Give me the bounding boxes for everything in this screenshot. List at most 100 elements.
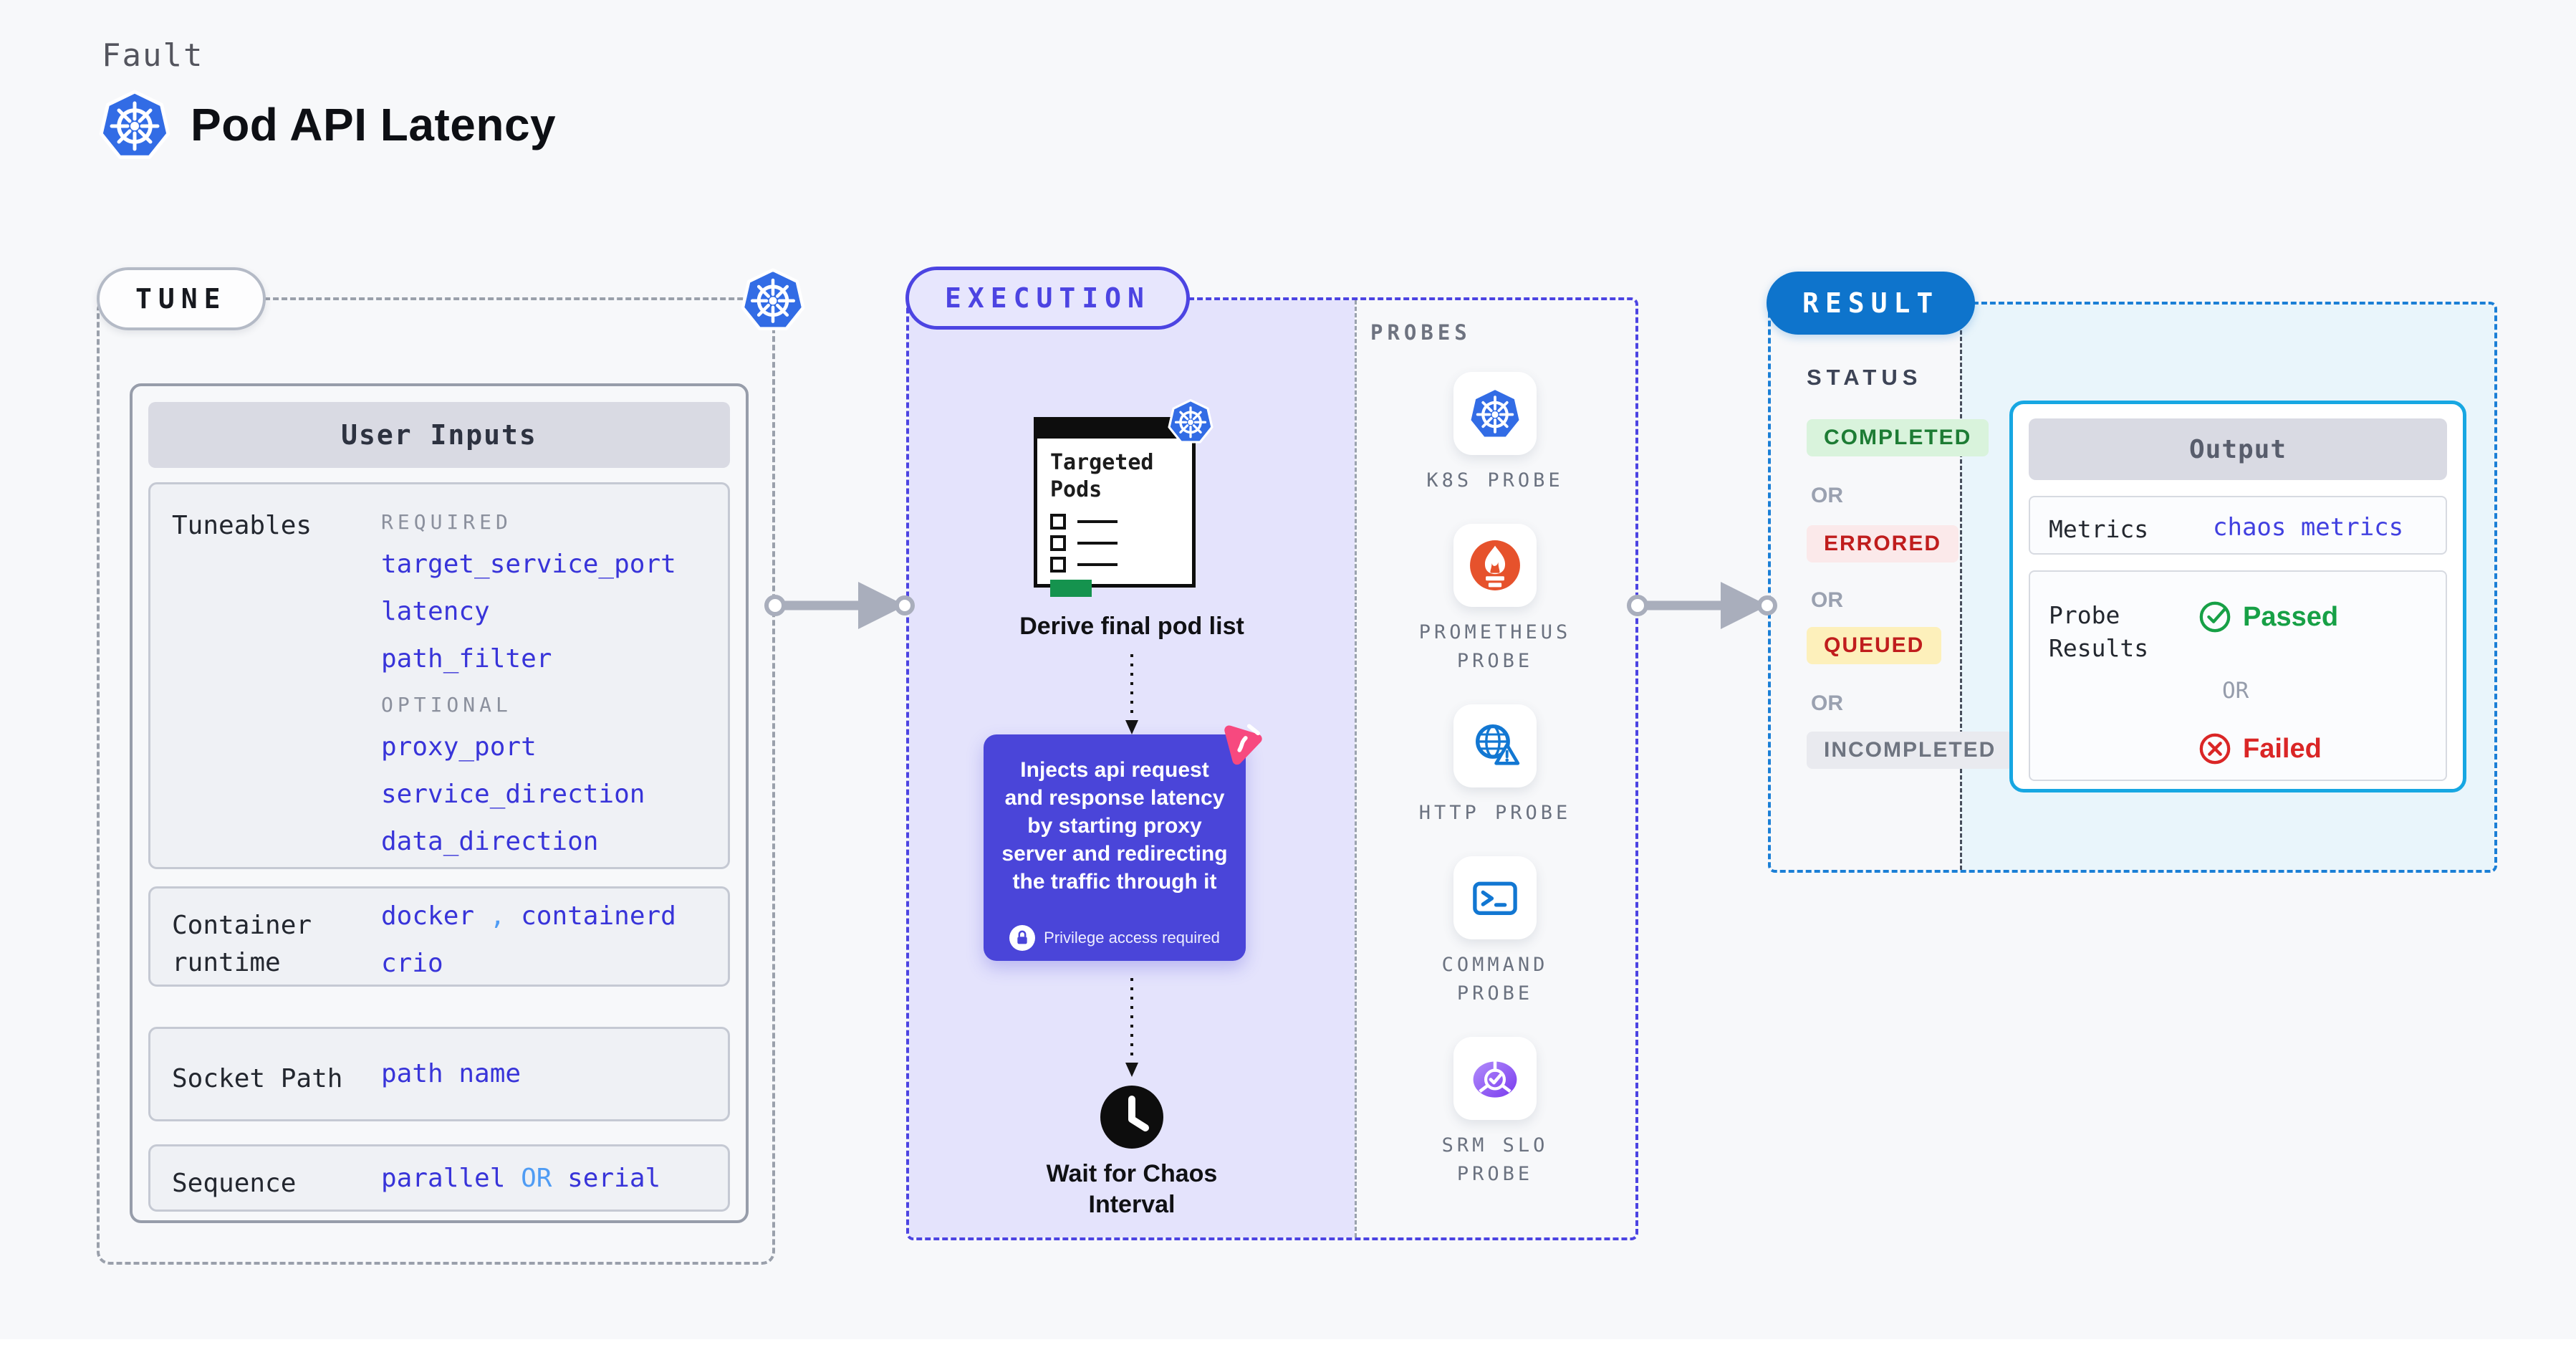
privilege-label: Privilege access required	[1044, 929, 1220, 947]
tune-section: TUNE User Inputs Tuneables REQUIRED targ…	[97, 267, 775, 1265]
probes-list: K8S PROBE PROMETHEUS PROBE HTTP PROBE CO…	[1355, 372, 1635, 1189]
probes-title: PROBES	[1370, 320, 1471, 345]
runtime-value: containerd	[521, 901, 676, 931]
dotted-arrow-icon	[1125, 978, 1138, 1077]
tuneables-label: Tuneables	[172, 511, 312, 540]
status-badge-errored: ERRORED	[1807, 525, 1959, 562]
list-line	[1077, 563, 1118, 566]
privilege-note: Privilege access required	[984, 925, 1246, 951]
runtime-value: docker	[381, 901, 475, 931]
tuneables-values: REQUIRED target_service_port latency pat…	[381, 500, 676, 866]
tuneable-value: latency	[381, 597, 490, 626]
clock-icon	[1100, 1086, 1163, 1149]
check-circle-icon	[2199, 601, 2231, 633]
tuneable-value: path_filter	[381, 644, 552, 674]
probe-item-http: HTTP PROBE	[1419, 704, 1572, 828]
output-card: Output Metrics chaos metrics Probe Resul…	[2009, 401, 2466, 792]
x-circle-icon	[2199, 733, 2231, 765]
kubernetes-icon	[741, 267, 805, 332]
http-globe-icon	[1453, 704, 1537, 787]
result-pill: RESULT	[1767, 272, 1976, 335]
inject-description: Injects api request and response latency…	[1001, 758, 1228, 894]
probe-results-label: Probe Results	[2049, 601, 2149, 663]
list-line	[1077, 542, 1118, 545]
status-title: STATUS	[1807, 365, 1923, 390]
probes-divider	[1355, 300, 1357, 1237]
user-inputs-header: User Inputs	[148, 402, 730, 468]
metrics-value: chaos metrics	[2213, 513, 2404, 542]
lock-icon	[1009, 925, 1036, 951]
checkbox-icon	[1050, 557, 1066, 573]
tuneable-value: service_direction	[381, 780, 645, 809]
checkbox-icon	[1050, 535, 1066, 551]
progress-bar	[1050, 580, 1092, 597]
prometheus-icon	[1453, 524, 1537, 607]
probe-label: SRM SLO PROBE	[1441, 1134, 1549, 1185]
derive-pod-list-label: Derive final pod list	[1019, 613, 1244, 640]
sequence-value: parallel	[381, 1164, 506, 1193]
probe-item-prometheus: PROMETHEUS PROBE	[1402, 524, 1588, 676]
dotted-arrow-icon	[1125, 654, 1138, 734]
kubernetes-icon	[99, 87, 170, 162]
sequence-value: serial	[567, 1164, 661, 1193]
probe-item-srm-slo: SRM SLO PROBE	[1402, 1037, 1588, 1189]
or-separator: OR	[521, 1164, 552, 1193]
status-badge-completed: COMPLETED	[1807, 419, 1989, 456]
probe-label: COMMAND PROBE	[1441, 954, 1549, 1005]
or-label: OR	[1811, 588, 1843, 612]
output-header: Output	[2029, 418, 2447, 480]
page-title: Pod API Latency	[191, 99, 557, 150]
inject-latency-card: Injects api request and response latency…	[984, 724, 1262, 961]
terminal-icon	[1453, 856, 1537, 939]
bottom-strip	[0, 1339, 2576, 1365]
container-runtime-label: Container runtime	[172, 911, 312, 978]
user-inputs-card: User Inputs Tuneables REQUIRED target_se…	[130, 383, 749, 1223]
sequence-label: Sequence	[172, 1169, 297, 1198]
or-label: OR	[1811, 484, 1843, 507]
targeted-pods-card: Targeted Pods	[1034, 417, 1196, 597]
tuneables-row: Tuneables REQUIRED target_service_port l…	[148, 482, 730, 869]
or-label: OR	[1811, 691, 1843, 715]
tuneable-value: proxy_port	[381, 732, 537, 762]
probe-item-k8s: K8S PROBE	[1426, 372, 1563, 495]
status-badge-incompleted: INCOMPLETED	[1807, 732, 2014, 769]
probe-label: K8S PROBE	[1426, 469, 1564, 492]
comma-separator: ,	[489, 901, 506, 931]
flow-arrow-icon	[1627, 582, 1777, 629]
status-badge-queued: QUEUED	[1807, 627, 1942, 664]
socket-path-row: Socket Path path name	[148, 1027, 730, 1121]
execution-pill: EXECUTION	[905, 267, 1190, 330]
socket-path-value: path name	[381, 1059, 522, 1088]
flow-arrow-icon	[764, 582, 915, 629]
result-section: RESULT STATUS COMPLETED OR ERRORED OR QU…	[1767, 272, 2497, 873]
wait-chaos-interval-label: Wait for Chaos Interval	[1046, 1160, 1218, 1218]
passed-label: Passed	[2243, 601, 2339, 632]
or-label: OR	[2222, 678, 2249, 704]
page-title-row: Pod API Latency	[99, 87, 556, 162]
container-runtime-values: docker , containerd crio	[381, 893, 676, 987]
passed-result: Passed	[2198, 600, 2338, 633]
failed-label: Failed	[2243, 733, 2322, 764]
srm-slo-icon	[1453, 1037, 1537, 1120]
status-output-divider	[1960, 305, 1962, 870]
execution-section: EXECUTION Targeted Pods Derive final pod…	[905, 267, 1638, 1240]
pods-checklist	[1050, 511, 1118, 575]
required-label: REQUIRED	[381, 510, 512, 534]
tuneable-value: target_service_port	[381, 550, 676, 579]
pods-card-titlebar	[1037, 420, 1193, 439]
checkbox-icon	[1050, 514, 1066, 530]
metrics-label: Metrics	[2049, 515, 2149, 543]
probe-item-command: COMMAND PROBE	[1402, 856, 1588, 1008]
chaos-icon	[1224, 724, 1262, 765]
fault-eyebrow: Fault	[102, 37, 204, 74]
tune-pill: TUNE	[97, 267, 266, 330]
pods-card-title: Targeted Pods	[1050, 450, 1154, 502]
container-runtime-row: Container runtime docker , containerd cr…	[148, 886, 730, 987]
kubernetes-icon	[1168, 398, 1213, 445]
tuneable-value: data_direction	[381, 827, 599, 856]
list-line	[1077, 520, 1118, 523]
runtime-value: crio	[381, 949, 443, 978]
optional-label: OPTIONAL	[381, 693, 512, 717]
kubernetes-icon	[1453, 372, 1537, 455]
